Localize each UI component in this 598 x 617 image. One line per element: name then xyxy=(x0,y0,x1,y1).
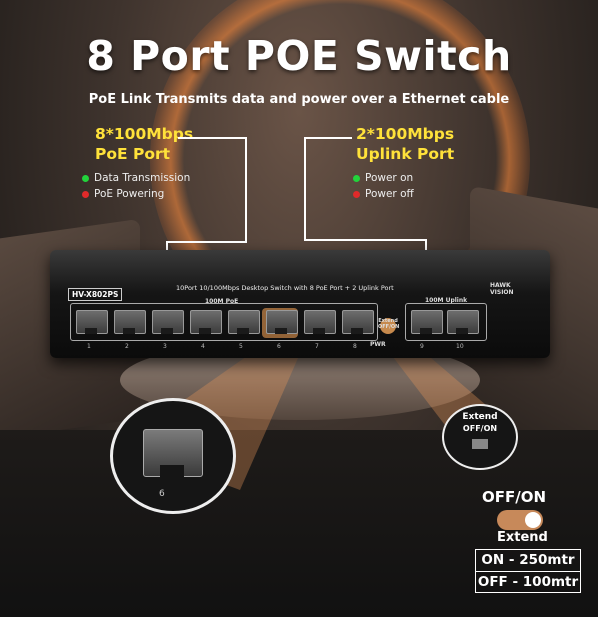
callout-line xyxy=(304,137,352,139)
poe-port-frame xyxy=(70,303,378,341)
uplink-port-heading-line2: Uplink Port xyxy=(356,145,455,163)
red-dot-icon xyxy=(82,190,89,198)
port-zoom-circle: 6 xyxy=(110,398,236,514)
pwr-label: PWR xyxy=(370,341,386,348)
uplink-port xyxy=(447,310,479,334)
callout-line xyxy=(245,137,247,242)
uplink-port-heading: 2*100Mbps Uplink Port xyxy=(356,124,454,164)
slide-switch-icon xyxy=(472,439,488,449)
legend-label: PoE Powering xyxy=(94,188,165,200)
switch-zoom-circle: Extend OFF/ON xyxy=(442,404,518,470)
callout-line xyxy=(166,241,247,243)
extend-button-label: Extend OFF/ON xyxy=(378,318,400,330)
callout-line xyxy=(178,137,246,139)
poe-port xyxy=(342,310,374,334)
poe-port xyxy=(304,310,336,334)
poe-port xyxy=(190,310,222,334)
callout-line xyxy=(304,137,306,240)
brand-line1: HAWK xyxy=(490,282,511,289)
poe-port-heading: 8*100Mbps PoE Port xyxy=(95,124,193,164)
on-range: ON - 250mtr xyxy=(481,552,575,568)
port-number: 6 xyxy=(277,343,281,350)
off-range: OFF - 100mtr xyxy=(476,571,580,593)
legend-label: Power off xyxy=(365,188,414,200)
port-number: 2 xyxy=(125,343,129,350)
uplink-port-frame xyxy=(405,303,487,341)
uplink-port-heading-line1: 2*100Mbps xyxy=(356,125,455,143)
zoom-switch-label-line2: OFF/ON xyxy=(462,424,498,433)
port-number: 7 xyxy=(315,343,319,350)
poe-port-heading-line1: 8*100Mbps xyxy=(95,125,194,143)
port-number: 8 xyxy=(353,343,357,350)
legend-label: Power on xyxy=(365,172,414,184)
extend-title: OFF/ON xyxy=(482,488,547,506)
poe-port xyxy=(228,310,260,334)
port-number: 1 xyxy=(87,343,91,350)
toggle-knob xyxy=(525,512,541,528)
green-dot-icon xyxy=(353,174,360,182)
uplink-port xyxy=(411,310,443,334)
model-label: HV-X802PS xyxy=(68,288,123,301)
uplink-port-legend: Power on Power off xyxy=(353,170,414,202)
callout-line xyxy=(304,239,426,241)
port-number: 4 xyxy=(201,343,205,350)
poe-port-legend: Data Transmission PoE Powering xyxy=(82,170,190,202)
distance-table: ON - 250mtr OFF - 100mtr xyxy=(475,549,581,593)
legend-item: Data Transmission xyxy=(82,170,190,186)
brand-line2: VISION xyxy=(490,289,514,296)
page-subtitle: PoE Link Transmits data and power over a… xyxy=(88,92,510,107)
ethernet-port-icon xyxy=(143,429,203,477)
poe-port xyxy=(76,310,108,334)
device-description: 10Port 10/100Mbps Desktop Switch with 8 … xyxy=(176,284,394,292)
brand-logo: HAWK VISION xyxy=(490,282,514,296)
poe-port xyxy=(114,310,146,334)
page-title: 8 Port POE Switch xyxy=(86,32,512,80)
poe-port-heading-line2: PoE Port xyxy=(95,145,171,163)
poe-group-label: 100M PoE xyxy=(205,298,239,305)
port-number: 5 xyxy=(239,343,243,350)
uplink-group-label: 100M Uplink xyxy=(425,297,468,304)
red-dot-icon xyxy=(353,190,360,198)
legend-item: Power off xyxy=(353,186,414,202)
green-dot-icon xyxy=(82,174,89,182)
port-number: 3 xyxy=(163,343,167,350)
port-number: 9 xyxy=(420,343,424,350)
extend-label: Extend xyxy=(497,530,548,545)
extend-toggle[interactable] xyxy=(497,510,543,530)
legend-item: PoE Powering xyxy=(82,186,190,202)
extend-button[interactable] xyxy=(380,318,396,334)
legend-item: Power on xyxy=(353,170,414,186)
legend-label: Data Transmission xyxy=(94,172,191,184)
zoom-port-number: 6 xyxy=(159,489,165,499)
port-number: 10 xyxy=(456,343,464,350)
poe-port xyxy=(152,310,184,334)
poe-port xyxy=(266,310,298,334)
zoom-switch-label-line1: Extend xyxy=(462,412,498,422)
